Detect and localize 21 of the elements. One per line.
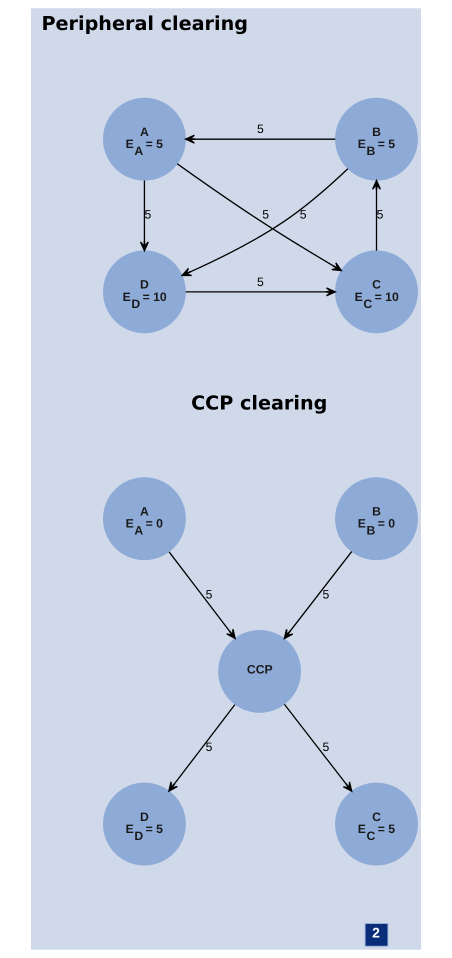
edge-label: 5 xyxy=(257,122,264,136)
arrow xyxy=(168,552,236,640)
edge-label: 5 xyxy=(322,587,330,602)
edge-label: 5 xyxy=(322,740,330,754)
label: CCP clearing xyxy=(191,391,328,414)
arrow xyxy=(185,134,336,144)
arrow xyxy=(168,704,236,792)
edge-label: 5 xyxy=(206,740,212,754)
edge-label: 5 xyxy=(144,208,152,222)
edge-label: 5 xyxy=(206,587,212,602)
edge-label: 5 xyxy=(376,208,384,222)
arrow xyxy=(140,180,149,252)
edge-label: 5 xyxy=(262,208,270,222)
edge-label: 5 xyxy=(300,208,307,222)
arrow xyxy=(372,180,382,251)
arrow xyxy=(284,551,352,640)
arrow xyxy=(284,704,352,792)
label: Peripheral clearing xyxy=(41,12,248,35)
edge-label: 5 xyxy=(257,274,264,289)
label: 2 xyxy=(372,924,380,940)
arrow xyxy=(186,287,336,296)
